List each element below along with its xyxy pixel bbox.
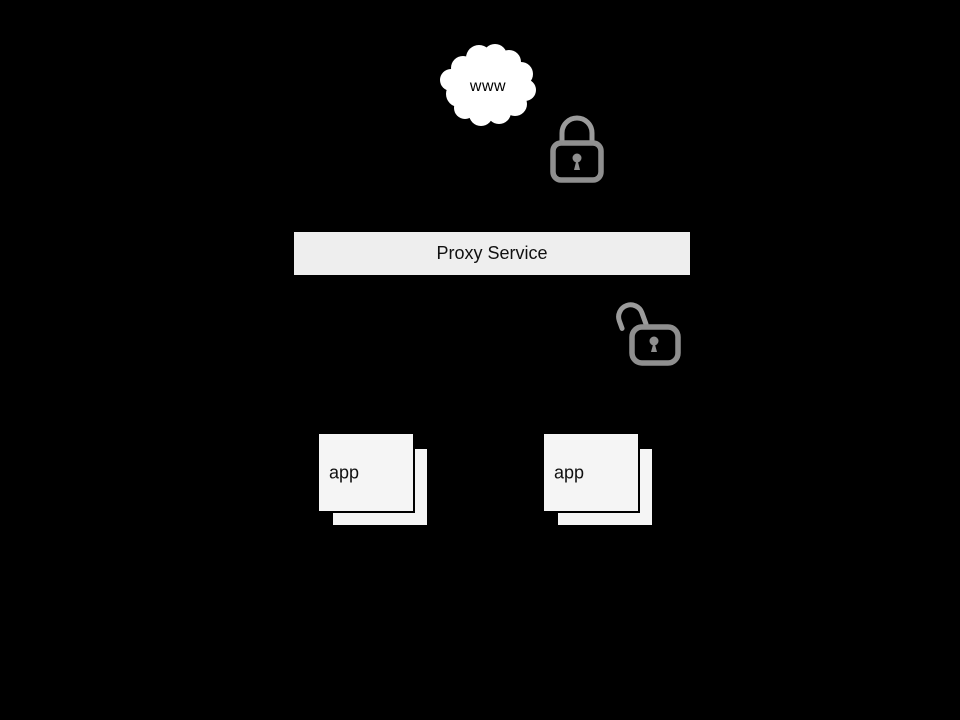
app-card-front: app <box>317 432 415 513</box>
www-label: www <box>469 78 507 95</box>
proxy-service-box: Proxy Service <box>294 232 690 275</box>
cloud-icon <box>438 42 538 128</box>
unlocked-padlock-icon <box>616 302 681 366</box>
app-label: app <box>554 462 585 482</box>
internet-cloud-node: www <box>435 42 547 130</box>
app-node-1: app <box>317 432 431 530</box>
app-card-front: app <box>542 432 640 513</box>
app-label: app <box>329 462 360 482</box>
locked-padlock-icon <box>550 115 604 183</box>
app-node-2: app <box>542 432 656 530</box>
proxy-service-label: Proxy Service <box>436 243 548 263</box>
